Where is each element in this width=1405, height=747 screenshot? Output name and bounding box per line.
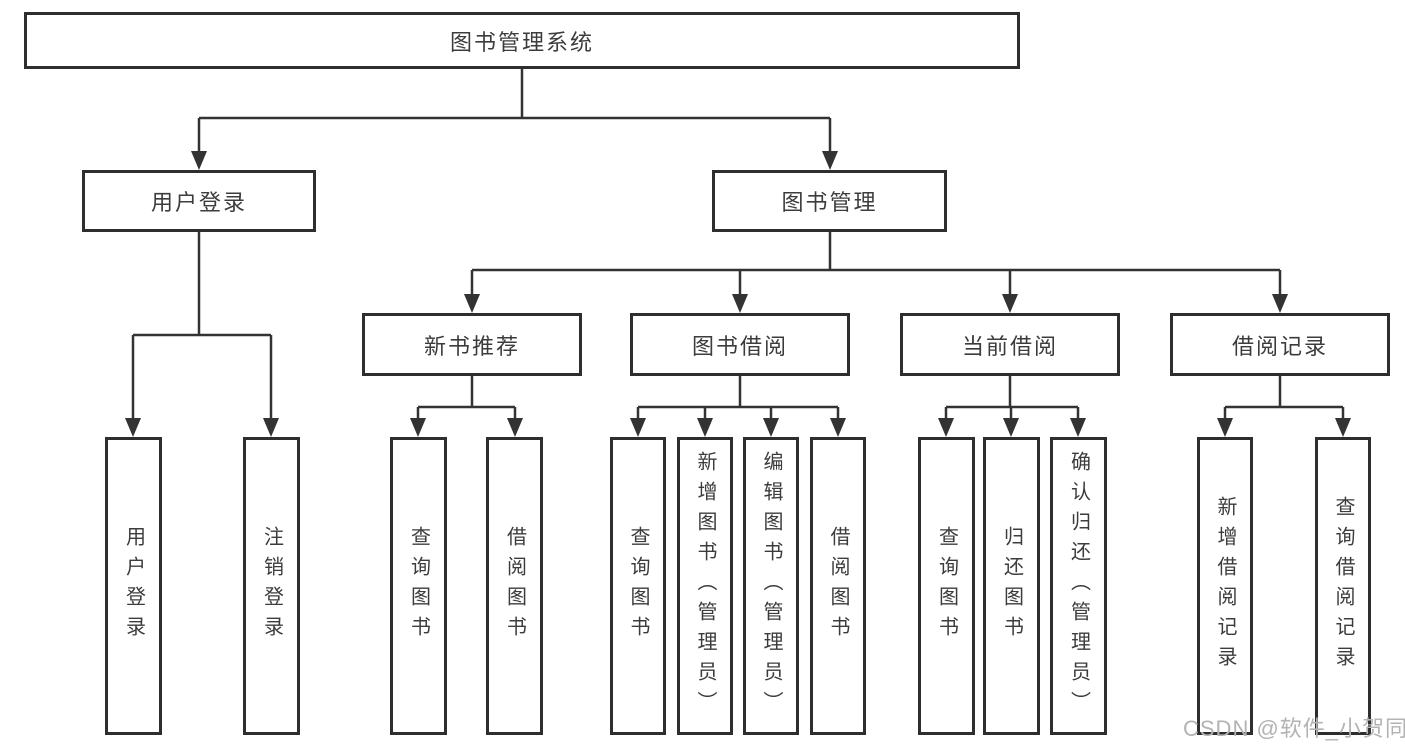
leaf-user-login: 用户登录: [105, 437, 162, 735]
node-borrow-records-label: 借阅记录: [1231, 333, 1328, 359]
leaf-confirm-return-label: 确认归还（管理员）: [1067, 451, 1090, 721]
node-user-login-label: 用户登录: [150, 190, 247, 215]
leaf-confirm-return: 确认归还（管理员）: [1050, 437, 1107, 735]
leaf-borrow-edit-book-label: 编辑图书（管理员）: [760, 451, 782, 721]
node-current-borrow: 当前借阅: [900, 313, 1120, 376]
leaf-borrow-edit-book: 编辑图书（管理员）: [743, 437, 799, 735]
leaf-borrow-add-book-label: 新增图书（管理员）: [694, 451, 716, 721]
leaf-logout-label: 注销登录: [260, 526, 283, 646]
node-borrow-records: 借阅记录: [1170, 313, 1390, 376]
leaf-query-record: 查询借阅记录: [1315, 437, 1371, 735]
leaf-return-book: 归还图书: [983, 437, 1040, 735]
watermark: CSDN @软件_小贺同学: [1183, 716, 1405, 741]
leaf-borrow-add-book: 新增图书（管理员）: [677, 437, 733, 735]
node-book-borrow: 图书借阅: [630, 313, 850, 376]
leaf-newbooks-query-label: 查询图书: [407, 526, 430, 646]
node-new-book-recommend: 新书推荐: [362, 313, 582, 376]
leaf-add-record-label: 新增借阅记录: [1214, 496, 1236, 676]
leaf-newbooks-borrow-label: 借阅图书: [503, 526, 526, 646]
leaf-newbooks-borrow: 借阅图书: [486, 437, 543, 735]
leaf-add-record: 新增借阅记录: [1197, 437, 1253, 735]
node-book-borrow-label: 图书借阅: [691, 333, 788, 359]
node-new-book-recommend-label: 新书推荐: [423, 333, 520, 359]
leaf-borrow-query-label: 查询图书: [627, 526, 649, 646]
leaf-user-login-label: 用户登录: [122, 526, 145, 646]
node-root: 图书管理系统: [24, 12, 1020, 69]
node-book-management: 图书管理: [712, 170, 947, 232]
leaf-borrow-book: 借阅图书: [810, 437, 866, 735]
leaf-borrow-query: 查询图书: [610, 437, 666, 735]
leaf-current-query: 查询图书: [918, 437, 975, 735]
leaf-newbooks-query: 查询图书: [390, 437, 447, 735]
leaf-borrow-book-label: 借阅图书: [827, 526, 849, 646]
node-user-login: 用户登录: [82, 170, 316, 232]
leaf-current-query-label: 查询图书: [935, 526, 958, 646]
leaf-logout: 注销登录: [243, 437, 300, 735]
node-current-borrow-label: 当前借阅: [961, 333, 1058, 359]
leaf-query-record-label: 查询借阅记录: [1332, 496, 1354, 676]
node-book-management-label: 图书管理: [781, 190, 878, 215]
node-root-label: 图书管理系统: [449, 29, 594, 55]
leaf-return-book-label: 归还图书: [1000, 526, 1023, 646]
